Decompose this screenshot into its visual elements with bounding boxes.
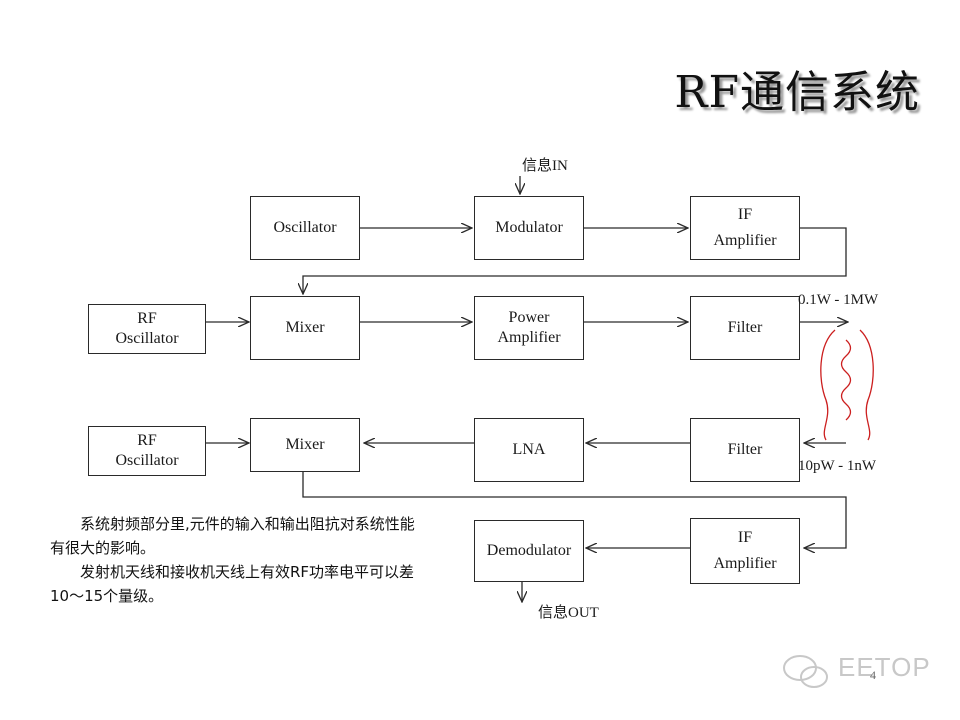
rf-oscillator-rx-label-1: RF: [137, 432, 157, 449]
rf-oscillator-tx-label-1: RF: [137, 310, 157, 327]
signal-out-label: 信息OUT: [538, 605, 599, 621]
note-line-1: 系统射频部分里,元件的输入和输出阻抗对系统性能: [80, 515, 415, 533]
signal-in-label: 信息IN: [522, 158, 568, 174]
wire-ifamp-mixer: [303, 227, 847, 294]
rx-power-label: 10pW - 1nW: [798, 458, 877, 474]
filter-tx-label: Filter: [727, 319, 763, 336]
oscillator-block: Oscillator: [250, 196, 360, 260]
mixer-rx-label: Mixer: [285, 436, 325, 453]
note-line-3: 发射机天线和接收机天线上有效RF功率电平可以差: [80, 563, 415, 581]
rf-oscillator-rx-label-2: Oscillator: [115, 452, 179, 469]
tx-power-label: 0.1W - 1MW: [798, 292, 879, 308]
mixer-tx-block: Mixer: [250, 296, 360, 360]
if-amplifier-rx-label-2: Amplifier: [713, 555, 777, 572]
power-amplifier-label-2: Amplifier: [497, 329, 561, 346]
page-number: 4: [870, 668, 876, 682]
rf-oscillator-tx-block: RF Oscillator: [88, 304, 206, 354]
filter-tx-block: Filter: [690, 296, 800, 360]
demodulator-label: Demodulator: [486, 542, 572, 559]
if-amplifier-rx-label-1: IF: [737, 529, 753, 546]
modulator-block: Modulator: [474, 196, 584, 260]
if-amplifier-tx-label-2: Amplifier: [713, 232, 777, 249]
mixer-rx-block: Mixer: [250, 418, 360, 472]
power-amplifier-label-1: Power: [508, 309, 550, 326]
wire-mixer-ifamp-rx: [302, 472, 847, 548]
lna-block: LNA: [474, 418, 584, 482]
mixer-tx-label: Mixer: [285, 319, 325, 336]
power-amplifier-block: Power Amplifier: [474, 296, 584, 360]
if-amplifier-tx-label-1: IF: [737, 206, 753, 223]
modulator-label: Modulator: [495, 219, 563, 236]
rf-oscillator-rx-block: RF Oscillator: [88, 426, 206, 476]
rf-oscillator-tx-label-2: Oscillator: [115, 330, 179, 347]
oscillator-label: Oscillator: [273, 219, 337, 236]
wechat-logo-icon: [783, 655, 828, 688]
wireless-channel-icon: [820, 329, 874, 441]
if-amplifier-tx-block: IF Amplifier: [690, 196, 800, 260]
if-amplifier-rx-block: IF Amplifier: [690, 518, 800, 584]
notes-text: 系统射频部分里,元件的输入和输出阻抗对系统性能 有很大的影响。 发射机天线和接收…: [50, 512, 470, 608]
note-line-4: 10～15个量级。: [50, 587, 164, 605]
page-title: RF通信系统: [674, 67, 920, 118]
lna-label: LNA: [512, 441, 546, 458]
note-line-2: 有很大的影响。: [50, 539, 156, 557]
watermark-text: EETOP: [838, 652, 931, 682]
filter-rx-label: Filter: [727, 441, 763, 458]
demodulator-block: Demodulator: [474, 520, 584, 582]
filter-rx-block: Filter: [690, 418, 800, 482]
